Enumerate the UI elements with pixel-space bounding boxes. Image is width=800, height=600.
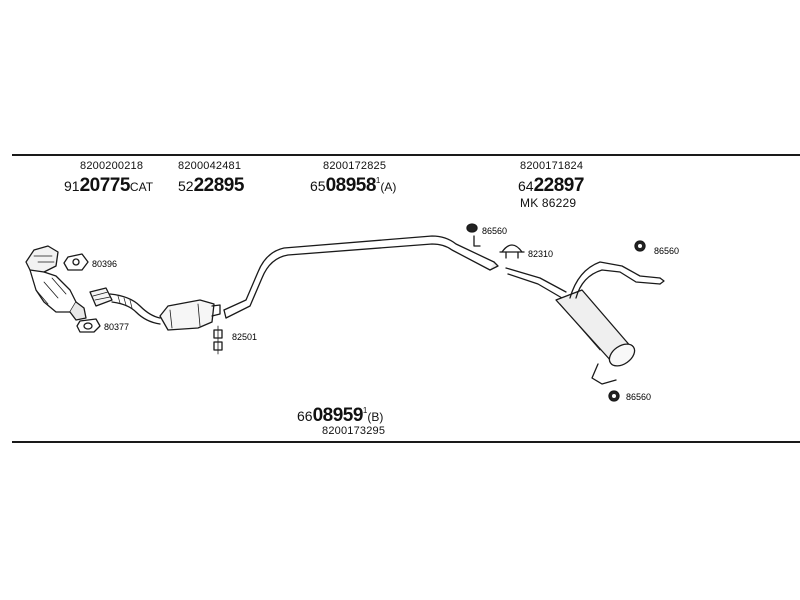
callout-82310: 82310 [528, 249, 553, 259]
middle-pipe-part-number: 65089581(A) [310, 175, 396, 197]
front-pipe-part-number: 5222895 [178, 175, 244, 197]
callout-86560-upper: 86560 [482, 226, 507, 236]
bottom-part-suffix: (B) [367, 410, 384, 424]
bottom-part-prefix: 66 [297, 408, 313, 424]
rear-silencer-part-main: 22897 [533, 175, 585, 196]
catalytic-converter [25, 245, 87, 321]
catalyst-part-main: 20775 [79, 175, 131, 196]
top-border-line [12, 154, 800, 156]
callout-86560-bottom: 86560 [626, 392, 651, 402]
rear-silencer [555, 261, 665, 385]
callout-82501: 82501 [232, 332, 257, 342]
rear-pipe [505, 267, 567, 299]
bottom-oe-number: 8200173295 [322, 425, 386, 437]
bottom-part-sup: 1 [362, 406, 368, 415]
rear-silencer-part-prefix: 64 [518, 178, 534, 194]
front-silencer [159, 299, 221, 331]
callout-80377: 80377 [104, 322, 129, 332]
callout-86560-right: 86560 [654, 246, 679, 256]
bottom-border-line [12, 441, 800, 443]
hanger-86560-bottom-icon [608, 390, 620, 402]
hanger-86560-upper-icon [466, 223, 481, 247]
middle-pipe-oe-number: 8200172825 [323, 160, 387, 172]
catalyst-part-suffix: CAT [129, 180, 154, 194]
front-pipe-part-prefix: 52 [178, 178, 194, 194]
middle-pipe-part-suffix: (A) [380, 180, 397, 194]
hanger-86560-right-icon [634, 240, 646, 252]
front-pipe [89, 287, 161, 325]
middle-pipe-part-sup: 1 [375, 176, 381, 185]
middle-pipe-part-prefix: 65 [310, 178, 326, 194]
rear-silencer-part-number: 6422897 [518, 175, 584, 197]
front-pipe-oe-number: 8200042481 [178, 160, 242, 172]
middle-pipe-part-main: 08958 [325, 175, 377, 196]
rear-silencer-oe-number: 8200171824 [520, 160, 584, 172]
catalyst-part-number: 9120775CAT [64, 175, 153, 197]
intermediate-pipe [223, 235, 499, 319]
front-pipe-part-main: 22895 [193, 175, 245, 196]
bottom-part-main: 08959 [312, 405, 364, 426]
callout-80396: 80396 [92, 259, 117, 269]
mounting-kit-label: MK 86229 [520, 196, 577, 210]
bottom-part-number: 66089591(B) [297, 405, 383, 427]
catalyst-part-prefix: 91 [64, 178, 80, 194]
gasket-80396-icon [63, 253, 89, 271]
gasket-80377-icon [76, 318, 101, 333]
clamp-82501-icon [213, 325, 223, 355]
clamp-82310-icon [499, 244, 525, 259]
catalyst-oe-number: 8200200218 [80, 160, 144, 172]
